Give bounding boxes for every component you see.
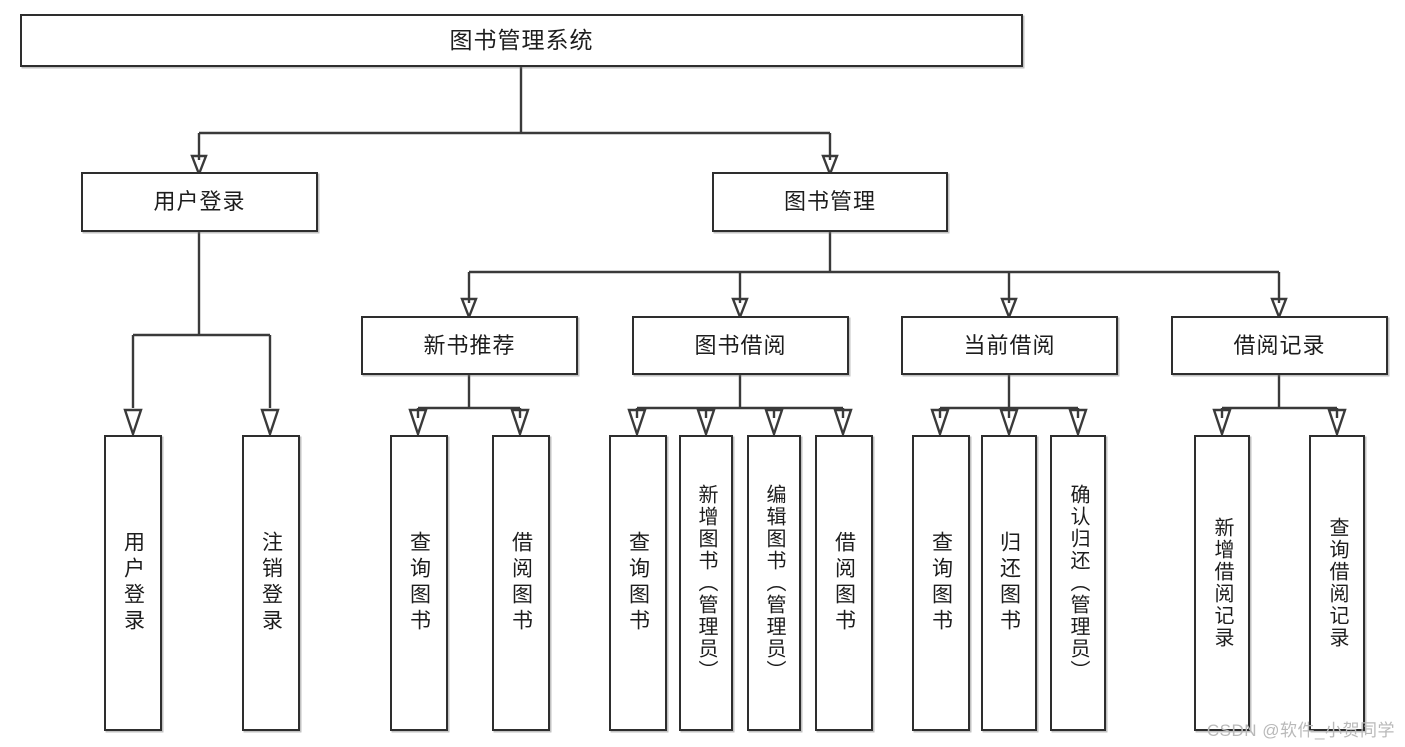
node-leaf-borrow-book[interactable]: 借阅图书 (815, 435, 873, 731)
node-leaf-query-borrow-record[interactable]: 查询借阅记录 (1309, 435, 1365, 731)
node-leaf-add-book-admin[interactable]: 新增图书（管理员） (679, 435, 733, 731)
node-leaf-borrow-book-label: 借阅图书 (832, 531, 856, 635)
node-leaf-confirm-return-admin-label: 确认归还（管理员） (1067, 484, 1089, 682)
node-new-book-recommend[interactable]: 新书推荐 (361, 316, 578, 375)
arrow-userlogin-l2 (260, 408, 280, 438)
node-user-login-label: 用户登录 (153, 189, 246, 215)
arrow-bookmgmt-c4 (1270, 297, 1288, 321)
node-leaf-logout[interactable]: 注销登录 (242, 435, 300, 731)
arrow-borrow-l1 (627, 408, 647, 438)
node-leaf-query-book-current[interactable]: 查询图书 (912, 435, 970, 731)
node-borrow-record-label: 借阅记录 (1233, 332, 1326, 358)
node-leaf-confirm-return-admin[interactable]: 确认归还（管理员） (1050, 435, 1106, 731)
node-current-borrow-label: 当前借阅 (963, 332, 1056, 358)
arrow-record-l2 (1327, 408, 1347, 438)
arrow-userlogin-l1 (123, 408, 143, 438)
node-leaf-borrow-book-recommend[interactable]: 借阅图书 (492, 435, 550, 731)
node-leaf-edit-book-admin-label: 编辑图书（管理员） (763, 484, 785, 682)
node-leaf-add-borrow-record[interactable]: 新增借阅记录 (1194, 435, 1250, 731)
node-leaf-query-book-borrow-label: 查询图书 (626, 531, 650, 635)
node-leaf-query-book-current-label: 查询图书 (929, 531, 953, 635)
node-root[interactable]: 图书管理系统 (20, 14, 1023, 67)
arrow-newbook-l1 (408, 408, 428, 438)
node-user-login[interactable]: 用户登录 (81, 172, 318, 232)
node-book-borrow[interactable]: 图书借阅 (632, 316, 849, 375)
arrow-current-l2 (999, 408, 1019, 438)
arrow-record-l1 (1212, 408, 1232, 438)
node-leaf-logout-label: 注销登录 (259, 531, 283, 635)
node-current-borrow[interactable]: 当前借阅 (901, 316, 1118, 375)
arrow-bookmgmt-c1 (460, 297, 478, 321)
node-leaf-add-borrow-record-label: 新增借阅记录 (1211, 517, 1233, 649)
node-book-management[interactable]: 图书管理 (712, 172, 948, 232)
node-leaf-user-login[interactable]: 用户登录 (104, 435, 162, 731)
arrow-borrow-l3 (764, 408, 784, 438)
node-book-borrow-label: 图书借阅 (694, 332, 787, 358)
arrow-current-l3 (1068, 408, 1088, 438)
arrow-borrow-l2 (696, 408, 716, 438)
arrow-borrow-l4 (833, 408, 853, 438)
node-leaf-query-book-recommend-label: 查询图书 (407, 531, 431, 635)
node-book-management-label: 图书管理 (783, 189, 876, 215)
arrow-bookmgmt-c3 (1000, 297, 1018, 321)
node-leaf-return-book-label: 归还图书 (997, 531, 1021, 635)
node-leaf-return-book[interactable]: 归还图书 (981, 435, 1037, 731)
node-leaf-query-borrow-record-label: 查询借阅记录 (1326, 517, 1348, 649)
csdn-watermark: CSDN @软件_小贺同学 (1206, 721, 1395, 740)
node-borrow-record[interactable]: 借阅记录 (1171, 316, 1388, 375)
node-leaf-query-book-recommend[interactable]: 查询图书 (390, 435, 448, 731)
arrow-bookmgmt-c2 (731, 297, 749, 321)
node-leaf-edit-book-admin[interactable]: 编辑图书（管理员） (747, 435, 801, 731)
node-leaf-user-login-label: 用户登录 (121, 531, 145, 635)
node-new-book-recommend-label: 新书推荐 (423, 332, 516, 358)
node-leaf-add-book-admin-label: 新增图书（管理员） (695, 484, 717, 682)
arrow-current-l1 (930, 408, 950, 438)
node-leaf-query-book-borrow[interactable]: 查询图书 (609, 435, 667, 731)
node-leaf-borrow-book-recommend-label: 借阅图书 (509, 531, 533, 635)
arrow-newbook-l2 (510, 408, 530, 438)
node-root-label: 图书管理系统 (449, 27, 594, 54)
